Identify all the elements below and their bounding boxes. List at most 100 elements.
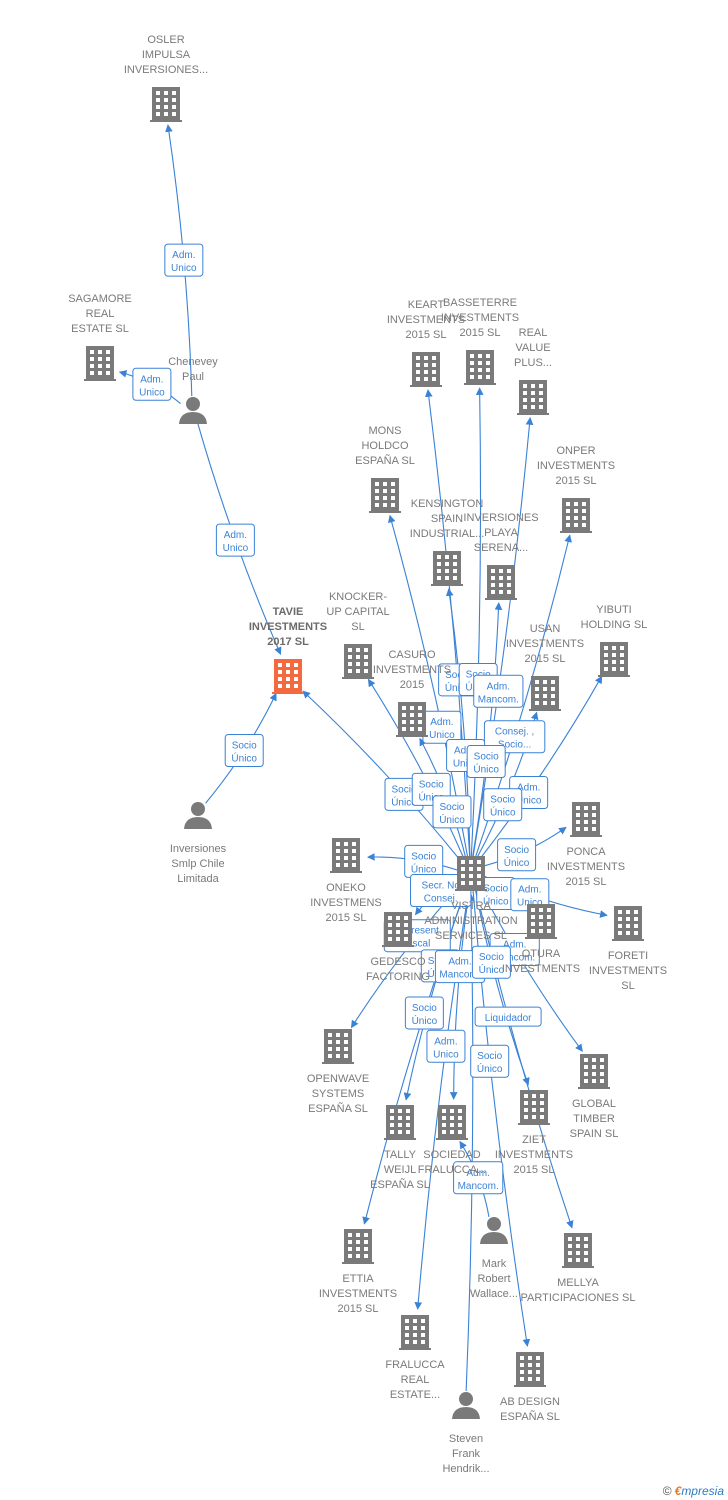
badge-text: Unico <box>453 758 479 769</box>
node-label: PONCA <box>566 846 606 858</box>
node-playa_serena[interactable]: INVERSIONESPLAYASERENA... <box>463 512 539 600</box>
badge-text: Socio <box>483 884 508 895</box>
relation-badge[interactable]: Adm.Unico <box>426 1029 466 1063</box>
badge-text: Socio <box>411 851 436 862</box>
badge-text: Adm. <box>430 717 453 728</box>
building-icon <box>410 352 442 387</box>
node-label: MELLYA <box>557 1277 599 1289</box>
node-label: TIMBER <box>573 1113 615 1125</box>
badge-frame <box>164 243 204 277</box>
building-icon <box>514 1352 546 1387</box>
node-label: 2017 SL <box>267 636 309 648</box>
node-label: 2015 SL <box>406 329 447 341</box>
badge-frame <box>466 744 506 778</box>
building-icon <box>455 856 487 891</box>
node-sociedad_fralucca[interactable]: SOCIEDADFRALUCCA... <box>418 1105 486 1176</box>
badge-text: Secr. No <box>422 880 461 891</box>
node-steven[interactable]: StevenFrankHendrik... <box>442 1392 490 1475</box>
relation-badge[interactable]: Consej. ,Socio... <box>483 720 546 754</box>
badge-frame <box>426 1029 466 1063</box>
building-icon <box>525 904 557 939</box>
node-fralucca_real[interactable]: FRALUCCAREALESTATE... <box>385 1315 445 1401</box>
footer-brand[interactable]: ©€mpresia <box>663 1484 724 1498</box>
node-mark[interactable]: MarkRobertWallace... <box>470 1217 518 1300</box>
relation-badge[interactable]: Adm.Unico <box>132 367 172 401</box>
relation-badge[interactable]: Adm.Mancom. <box>453 1161 504 1195</box>
relation-badge[interactable]: Adm.Unico <box>510 878 550 912</box>
node-osler[interactable]: OSLERIMPULSAINVERSIONES... <box>124 34 208 122</box>
building-icon <box>529 676 561 711</box>
building-icon <box>150 87 182 122</box>
node-label: 2015 SL <box>525 653 566 665</box>
badge-text: Socio <box>477 1051 502 1062</box>
node-real_value[interactable]: REALVALUEPLUS... <box>514 327 552 415</box>
edge-vistra-sociedad_fralucca <box>449 885 471 1100</box>
node-label: IMPULSA <box>142 49 191 61</box>
node-label: TAVIE <box>273 606 304 618</box>
node-label: INVESTMENTS <box>495 1149 573 1161</box>
person-icon <box>452 1392 480 1419</box>
node-label: 2015 SL <box>514 1164 555 1176</box>
node-kensington[interactable]: KENSINGTONSPAININDUSTRIAL... <box>410 498 485 586</box>
building-icon <box>570 802 602 837</box>
node-label: WEIJL <box>384 1164 416 1176</box>
relation-badge[interactable]: Liquidador <box>474 1006 542 1027</box>
building-icon <box>369 478 401 513</box>
building-icon <box>84 346 116 381</box>
building-icon <box>384 1105 416 1140</box>
building-icon <box>436 1105 468 1140</box>
node-label: HOLDING SL <box>581 619 648 631</box>
badge-text: Mancom. <box>458 1181 499 1192</box>
node-label: INVESTMENTS <box>537 460 615 472</box>
node-label: FORETI <box>608 950 648 962</box>
node-label: BASSETERRE <box>443 297 517 309</box>
badge-text: Único <box>479 963 505 976</box>
badge-text: Consej. <box>424 893 458 904</box>
node-label: 2015 SL <box>556 475 597 487</box>
relation-badge[interactable]: Adm.Mancom. <box>473 674 524 708</box>
relation-badge[interactable]: Adm.Unico <box>422 710 462 744</box>
relation-badge[interactable]: Adm.Unico <box>215 523 255 557</box>
badge-frame <box>404 996 444 1030</box>
node-label: 2015 SL <box>566 876 607 888</box>
badge-frame <box>215 523 255 557</box>
badge-text: Liquidador <box>485 1013 532 1024</box>
building-icon <box>431 551 463 586</box>
relation-badge[interactable]: Adm.Unico <box>164 243 204 277</box>
